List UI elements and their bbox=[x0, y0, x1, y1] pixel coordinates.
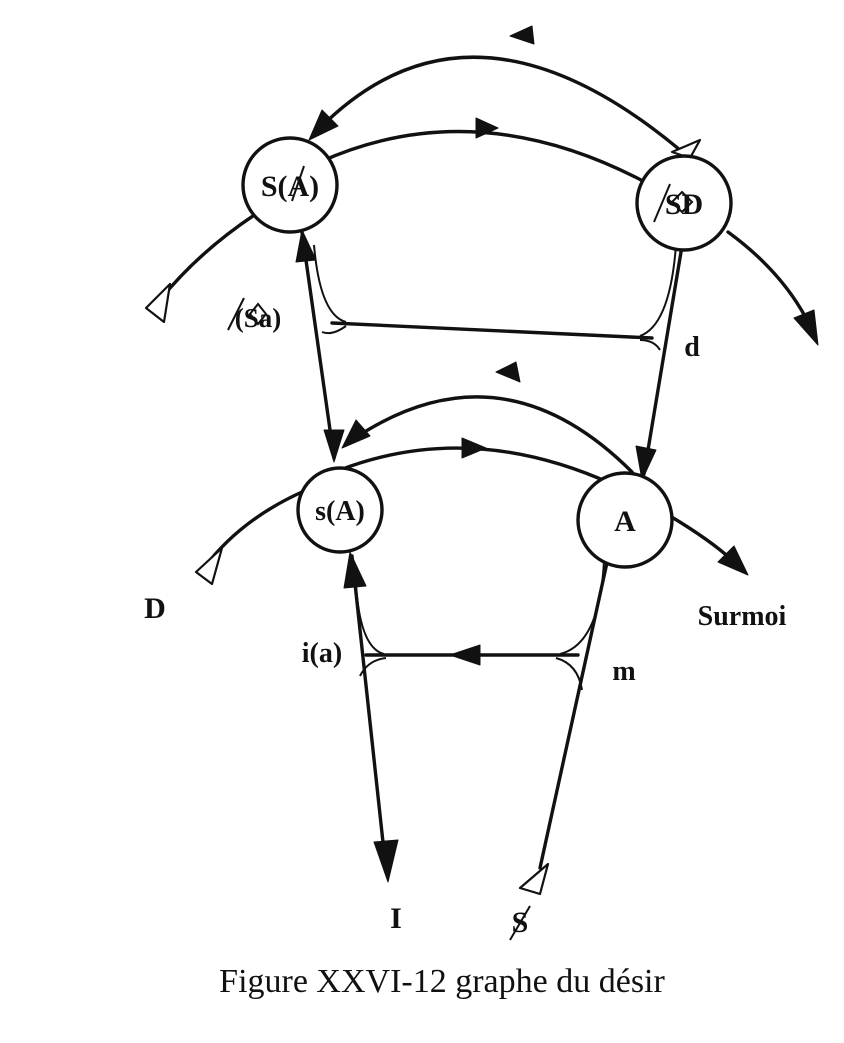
edge-label-ideal-ego: i(a) bbox=[302, 638, 342, 669]
lower-return-arc-arrowhead bbox=[495, 361, 521, 383]
upper-return-arc bbox=[316, 55, 682, 152]
right-upper-vertical bbox=[642, 244, 684, 476]
node-message bbox=[296, 466, 384, 554]
node-drive bbox=[635, 154, 733, 252]
lower-return-arc-arrowhead-end bbox=[341, 419, 371, 449]
left-upper-vertical-arrowhead-down bbox=[323, 429, 345, 463]
drive-barred-s-slash bbox=[653, 183, 671, 223]
node-other bbox=[576, 471, 674, 569]
upper-crossbar-right-join bbox=[639, 244, 677, 351]
node-signifier-of-lack bbox=[241, 136, 339, 234]
lower-right-outgoing-line bbox=[668, 514, 734, 562]
left-lower-vertical bbox=[350, 554, 388, 872]
upper-crossbar-left-join bbox=[313, 244, 347, 335]
right-lower-vertical bbox=[538, 556, 610, 870]
left-lower-vertical-arrowhead-up bbox=[343, 551, 367, 589]
end-label-superego: Surmoi bbox=[698, 601, 787, 632]
node-other-label: A bbox=[614, 505, 636, 538]
edge-label-ego: m bbox=[612, 656, 635, 687]
lower-return-arc bbox=[350, 395, 634, 474]
lower-left-tail bbox=[194, 546, 224, 586]
left-upper-vertical-arrowhead-up bbox=[295, 229, 317, 263]
signifier-of-lack-bar-slash bbox=[291, 165, 305, 202]
upper-right-outgoing-line bbox=[726, 230, 808, 320]
fantasy-lozenge bbox=[248, 302, 268, 326]
upper-return-arc-arrowhead bbox=[509, 25, 535, 45]
edge-label-fantasy: (Sa) bbox=[235, 303, 282, 333]
end-label-ideal: I bbox=[390, 902, 402, 935]
end-label-demand: D bbox=[144, 592, 166, 625]
fantasy-barred-s-slash bbox=[227, 297, 245, 331]
upper-chain-arc-arrowhead bbox=[475, 117, 499, 139]
subject-bar-slash bbox=[509, 905, 531, 941]
upper-right-outgoing-arrowhead bbox=[793, 309, 819, 346]
upper-left-tail bbox=[144, 282, 172, 324]
left-upper-vertical bbox=[300, 230, 336, 460]
drive-lozenge bbox=[670, 190, 694, 214]
edge-label-desire: d bbox=[684, 332, 700, 363]
upper-crossbar bbox=[330, 321, 654, 340]
lower-chain-arc bbox=[338, 446, 614, 486]
left-lower-vertical-arrowhead-down bbox=[373, 839, 399, 883]
node-message-label: s(A) bbox=[315, 496, 365, 527]
right-lower-vertical-tail bbox=[518, 862, 550, 896]
lower-crossbar-arrowhead bbox=[449, 644, 481, 666]
upper-left-tail-line bbox=[158, 208, 264, 302]
right-upper-vertical-arrowhead bbox=[635, 445, 657, 481]
lower-right-outgoing-arrowhead bbox=[717, 545, 749, 576]
lower-crossbar-right-join bbox=[555, 559, 605, 691]
upper-return-arc-arrowhead-end bbox=[308, 109, 339, 141]
lower-chain-arc-arrowhead bbox=[461, 437, 487, 459]
figure-caption: Figure XXVI-12 graphe du désir bbox=[219, 963, 665, 1000]
upper-chain-arc bbox=[318, 129, 658, 190]
node-signifier-of-lack-label: S(A) bbox=[261, 170, 319, 203]
